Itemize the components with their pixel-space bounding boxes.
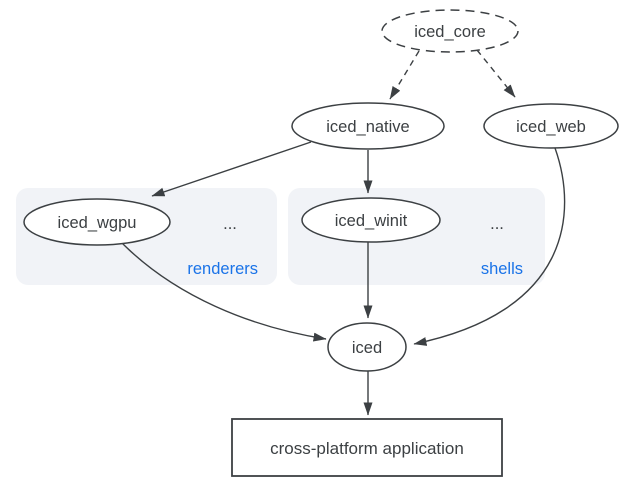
node-iced_core-label: iced_core — [414, 23, 486, 41]
group-renderers-ellipsis: ... — [223, 215, 237, 233]
node-application-rect — [231, 418, 503, 477]
node-application: cross-platform application — [231, 418, 503, 477]
node-iced_wgpu: iced_wgpu — [23, 198, 171, 246]
node-application-label: cross-platform application — [270, 439, 464, 458]
node-iced_wgpu-label: iced_wgpu — [58, 214, 137, 232]
node-iced_core: iced_core — [381, 9, 519, 53]
node-iced_web-ellipse — [483, 103, 619, 149]
edge-iced_web-to-iced — [413, 147, 566, 346]
node-iced_native-label: iced_native — [326, 118, 409, 136]
node-iced_winit-ellipse — [301, 197, 441, 243]
node-iced_native-ellipse — [291, 102, 445, 150]
node-iced_winit: iced_winit — [301, 197, 441, 243]
node-iced-label: iced — [352, 339, 382, 357]
node-iced_wgpu-ellipse — [23, 198, 171, 246]
edge-iced_core-to-iced_web — [476, 49, 516, 98]
node-iced-ellipse — [327, 322, 407, 372]
edge-iced_core-to-iced_native — [389, 50, 420, 100]
node-iced_native: iced_native — [291, 102, 445, 150]
edge-iced_native-to-iced_wgpu — [151, 141, 312, 197]
edge-iced_wgpu-to-iced — [121, 242, 327, 342]
group-shells-label: shells — [481, 260, 523, 278]
node-iced: iced — [327, 322, 407, 372]
node-iced_core-ellipse — [381, 9, 519, 53]
node-iced_web-label: iced_web — [516, 118, 586, 136]
node-iced_winit-label: iced_winit — [335, 212, 408, 230]
group-renderers-label: renderers — [187, 260, 258, 278]
group-shells-ellipsis: ... — [490, 215, 504, 233]
node-iced_web: iced_web — [483, 103, 619, 149]
